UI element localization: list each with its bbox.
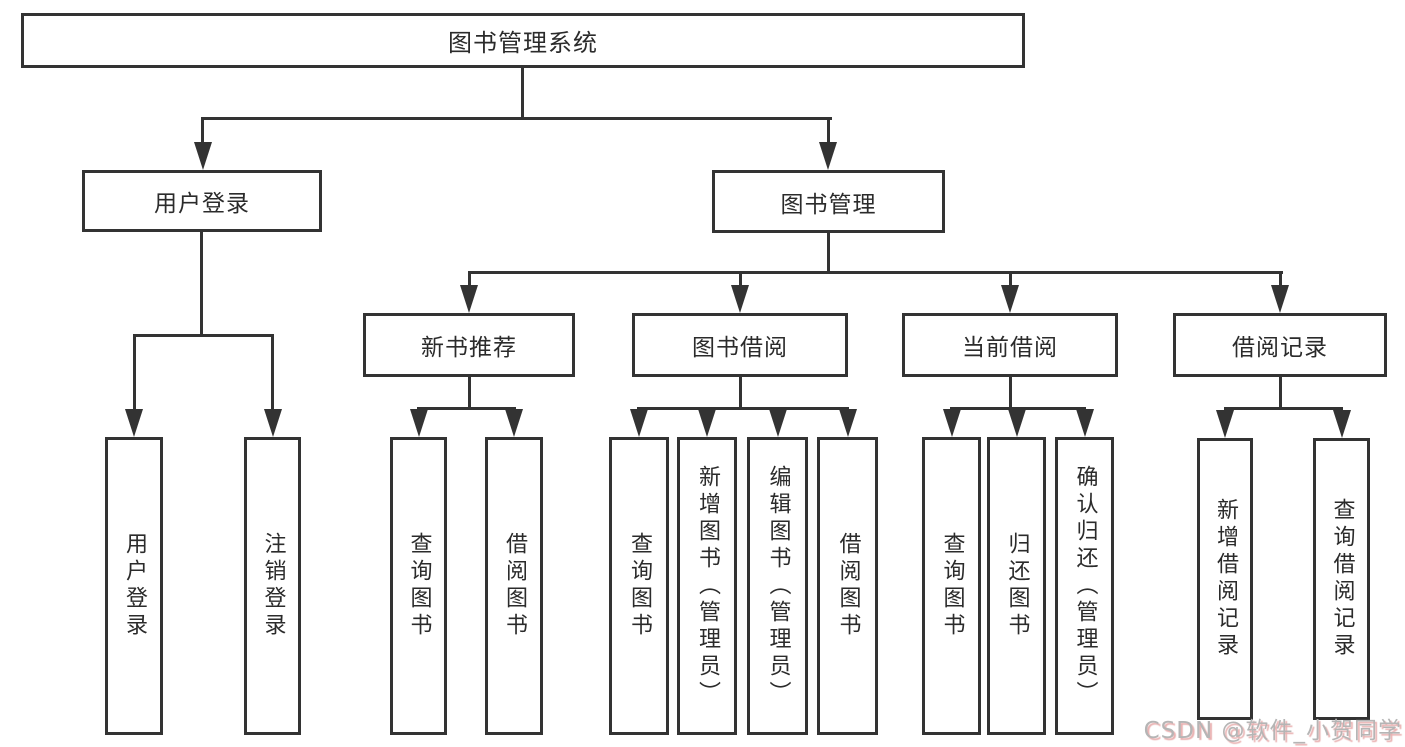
arrow-down-icon: [731, 285, 749, 313]
arrow-down-icon: [1271, 285, 1289, 313]
leaf-borrow-query-books: 查询图书: [609, 437, 669, 735]
leaf-query-borrow-record: 查询借阅记录: [1313, 438, 1370, 720]
arrow-down-icon: [125, 409, 143, 437]
connector-line: [201, 117, 832, 120]
connector-line: [133, 334, 136, 412]
connector-line: [827, 117, 830, 146]
arrow-down-icon: [460, 285, 478, 313]
connector-line: [1279, 377, 1282, 409]
leaf-recommend-borrow-books-label: 借阅图书: [502, 532, 527, 640]
node-user-login: 用户登录: [82, 170, 322, 232]
connector-line: [1279, 271, 1282, 289]
leaf-user-login: 用户登录: [105, 437, 163, 735]
connector-line: [1009, 271, 1012, 289]
arrow-down-icon: [839, 409, 857, 437]
connector-line: [468, 377, 471, 409]
connector-line: [468, 271, 1283, 274]
connector-line: [637, 407, 849, 410]
connector-line: [950, 407, 1086, 410]
node-current-borrow-label: 当前借阅: [962, 335, 1058, 361]
leaf-borrow-book: 借阅图书: [817, 437, 878, 735]
leaf-edit-book-admin-label: 编辑图书（管理员）: [765, 464, 791, 708]
leaf-recommend-query-books-label: 查询图书: [406, 532, 432, 640]
connector-line: [468, 271, 471, 289]
connector-line: [271, 334, 274, 412]
node-book-management-label: 图书管理: [780, 191, 877, 218]
connector-line: [739, 377, 742, 409]
leaf-confirm-return-admin: 确认归还（管理员）: [1055, 437, 1114, 735]
arrow-down-icon: [264, 409, 282, 437]
connector-line: [133, 334, 274, 337]
arrow-down-icon: [1001, 285, 1019, 313]
connector-line: [1009, 377, 1012, 409]
leaf-add-book-admin-label: 新增图书（管理员）: [695, 464, 720, 708]
leaf-add-borrow-record-label: 新增借阅记录: [1213, 498, 1238, 660]
leaf-edit-book-admin: 编辑图书（管理员）: [747, 437, 808, 735]
connector-line: [739, 271, 742, 289]
leaf-logout-label: 注销登录: [260, 532, 286, 640]
node-book-borrow-label: 图书借阅: [692, 335, 788, 361]
leaf-query-borrow-record-label: 查询借阅记录: [1329, 498, 1355, 660]
leaf-current-query-books-label: 查询图书: [939, 532, 965, 640]
leaf-add-book-admin: 新增图书（管理员）: [677, 437, 737, 735]
connector-line: [201, 117, 204, 146]
node-new-book-recommend-label: 新书推荐: [421, 335, 517, 361]
leaf-borrow-book-label: 借阅图书: [835, 532, 861, 640]
node-borrow-records: 借阅记录: [1173, 313, 1387, 377]
arrow-down-icon: [943, 409, 961, 437]
arrow-down-icon: [769, 409, 787, 437]
leaf-return-book: 归还图书: [987, 437, 1046, 735]
leaf-add-borrow-record: 新增借阅记录: [1197, 438, 1253, 720]
leaf-recommend-query-books: 查询图书: [390, 437, 447, 735]
arrow-down-icon: [819, 142, 837, 170]
node-current-borrow: 当前借阅: [902, 313, 1118, 377]
arrow-down-icon: [1333, 410, 1351, 438]
node-root-label: 图书管理系统: [448, 29, 598, 57]
arrow-down-icon: [1076, 409, 1094, 437]
connector-line: [200, 232, 203, 335]
leaf-return-book-label: 归还图书: [1004, 532, 1030, 640]
arrow-down-icon: [505, 409, 523, 437]
connector-line: [1224, 407, 1343, 410]
arrow-down-icon: [410, 409, 428, 437]
node-borrow-records-label: 借阅记录: [1232, 335, 1328, 361]
node-user-login-label: 用户登录: [154, 191, 250, 217]
csdn-watermark: CSDN @软件_小贺同学: [1143, 718, 1402, 744]
arrow-down-icon: [698, 409, 716, 437]
leaf-recommend-borrow-books: 借阅图书: [485, 437, 543, 735]
arrow-down-icon: [1216, 410, 1234, 438]
arrow-down-icon: [1008, 409, 1026, 437]
connector-line: [827, 233, 830, 272]
arrow-down-icon: [194, 142, 212, 170]
leaf-borrow-query-books-label: 查询图书: [627, 532, 652, 640]
arrow-down-icon: [630, 409, 648, 437]
connector-line: [417, 407, 516, 410]
leaf-user-login-label: 用户登录: [122, 532, 147, 640]
node-book-management: 图书管理: [712, 170, 945, 233]
leaf-current-query-books: 查询图书: [922, 437, 981, 735]
connector-line: [521, 68, 524, 118]
leaf-confirm-return-admin-label: 确认归还（管理员）: [1072, 464, 1098, 708]
node-root: 图书管理系统: [21, 13, 1025, 68]
node-new-book-recommend: 新书推荐: [363, 313, 575, 377]
node-book-borrow: 图书借阅: [632, 313, 848, 377]
leaf-logout: 注销登录: [244, 437, 301, 735]
